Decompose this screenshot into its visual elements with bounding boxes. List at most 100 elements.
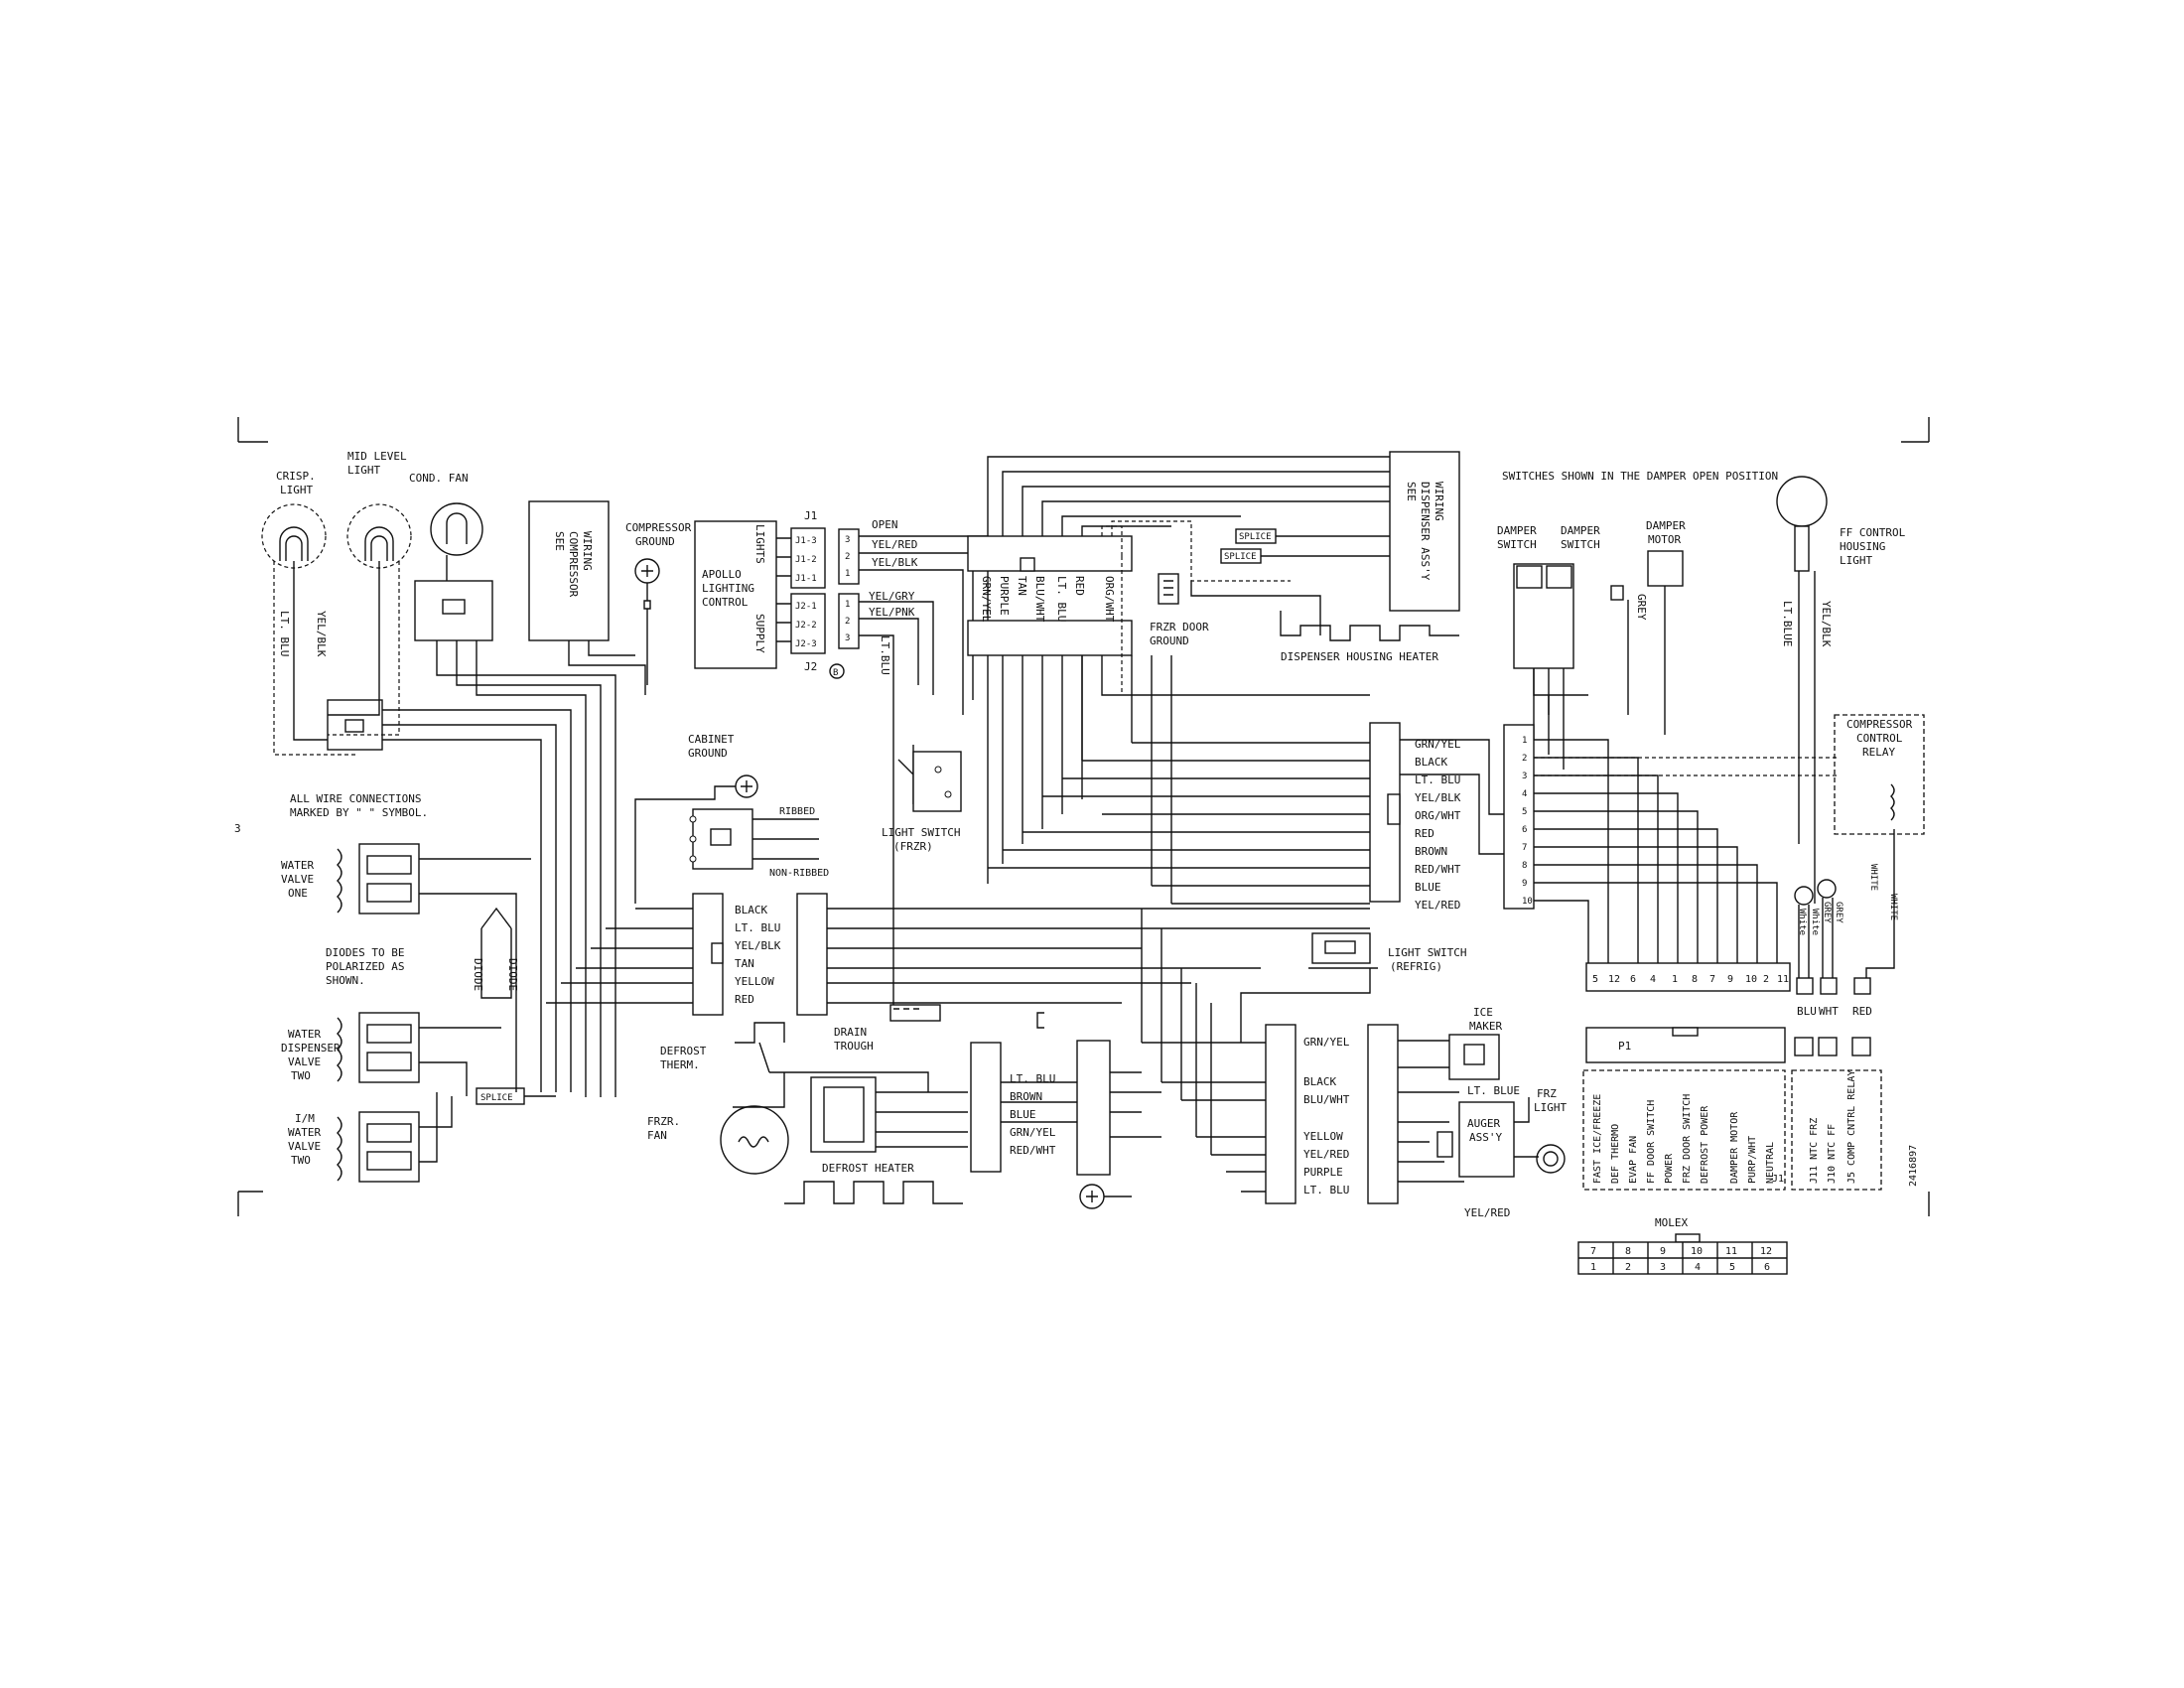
svg-text:6: 6 — [1522, 825, 1527, 835]
svg-text:LIGHT SWITCH: LIGHT SWITCH — [1388, 946, 1466, 959]
svg-text:SPLICE: SPLICE — [1224, 552, 1257, 562]
svg-text:WHITE: WHITE — [1888, 894, 1898, 920]
svg-text:1: 1 — [1590, 1262, 1596, 1273]
svg-text:3: 3 — [1522, 772, 1527, 781]
svg-text:MOTOR: MOTOR — [1648, 533, 1681, 546]
svg-text:DAMPER: DAMPER — [1646, 519, 1686, 532]
svg-text:CABINET: CABINET — [688, 733, 735, 746]
svg-text:P1: P1 — [1618, 1040, 1631, 1053]
svg-text:POLARIZED AS: POLARIZED AS — [326, 960, 404, 973]
svg-text:1: 1 — [1522, 736, 1527, 746]
svg-text:COMPRESSOR: COMPRESSOR — [1846, 718, 1913, 731]
see-compressor-wiring-box: SEE COMPRESSOR WIRING — [528, 500, 610, 641]
svg-text:LT. BLU: LT. BLU — [735, 921, 780, 934]
svg-text:J1-3: J1-3 — [795, 536, 817, 546]
top-harness: GRN/YEL PURPLE TAN BLU/WHT LT. BLU RED O… — [967, 456, 1390, 884]
svg-text:TWO: TWO — [291, 1069, 311, 1082]
svg-text:J1: J1 — [1772, 1174, 1784, 1185]
svg-text:DRAIN: DRAIN — [834, 1026, 867, 1039]
svg-text:LIGHTS: LIGHTS — [753, 524, 766, 564]
svg-text:LT. BLU: LT. BLU — [1010, 1072, 1055, 1085]
svg-text:J2-2: J2-2 — [795, 621, 817, 631]
svg-text:YEL/RED: YEL/RED — [1415, 899, 1460, 912]
svg-text:12: 12 — [1608, 974, 1620, 985]
svg-text:RED: RED — [1415, 827, 1434, 840]
frzr-fan-icon — [720, 1105, 789, 1175]
ntc-sensor-icon — [1794, 886, 1814, 906]
svg-text:LIGHTING: LIGHTING — [702, 582, 754, 595]
molex-connector-table: MOLEX 7 8 9 10 11 12 1 2 3 4 5 6 — [1577, 1216, 1788, 1275]
part-number: 2416897 — [1908, 1145, 1919, 1187]
svg-text:RIBBED: RIBBED — [779, 806, 815, 817]
svg-text:GREY: GREY — [1822, 902, 1832, 923]
svg-text:DIODE: DIODE — [472, 958, 484, 991]
svg-text:FF CONTROL: FF CONTROL — [1840, 526, 1906, 539]
svg-text:SHOWN.: SHOWN. — [326, 974, 365, 987]
svg-text:YEL/BLK: YEL/BLK — [1415, 791, 1461, 804]
svg-text:VALVE: VALVE — [288, 1055, 321, 1068]
svg-text:J10 NTC FF: J10 NTC FF — [1827, 1124, 1838, 1184]
svg-text:J1: J1 — [804, 509, 817, 522]
svg-text:DEFROST HEATER: DEFROST HEATER — [822, 1162, 914, 1175]
light-switch-frzr: LIGHT SWITCH (FRZR) — [882, 745, 962, 853]
water-dispenser-valve-two: WATER DISPENSER VALVE TWO — [281, 1012, 420, 1083]
svg-text:NEUTRAL: NEUTRAL — [1765, 1142, 1776, 1184]
ntc-sensor-icon — [1817, 879, 1837, 899]
svg-text:(REFRIG): (REFRIG) — [1390, 960, 1442, 973]
svg-text:FRZ: FRZ — [1537, 1087, 1557, 1100]
svg-text:BLUE: BLUE — [1415, 881, 1441, 894]
svg-text:GROUND: GROUND — [688, 747, 728, 760]
svg-text:6: 6 — [1630, 974, 1636, 985]
svg-text:J1-2: J1-2 — [795, 555, 817, 565]
apollo-output-pins: 3 2 1 1 2 3 OPEN YEL/RED YEL/BLK YEL/GRY… — [829, 518, 989, 1013]
svg-text:GREY: GREY — [1834, 902, 1843, 923]
svg-text:LT. BLU: LT. BLU — [1055, 576, 1068, 622]
svg-text:4: 4 — [1522, 789, 1527, 799]
ribbed-connector: RIBBED NON-RIBBED — [689, 806, 829, 879]
svg-text:DIODE: DIODE — [506, 958, 519, 991]
cabinet-ground: CABINET GROUND — [634, 733, 758, 904]
all-wire-note: ALL WIRE CONNECTIONS — [290, 792, 421, 805]
p1-pin-header: 5 12 6 4 1 8 7 9 10 2 11 — [1585, 962, 1791, 992]
svg-text:4: 4 — [1650, 974, 1656, 985]
svg-text:9: 9 — [1727, 974, 1733, 985]
diodes: DIODES TO BE POLARIZED AS SHOWN. DIODE D… — [326, 907, 519, 999]
defrost-therm: DEFROST THERM. — [660, 1022, 929, 1092]
water-valve-one: WATER VALVE ONE — [281, 843, 420, 914]
svg-text:RELAY: RELAY — [1862, 746, 1895, 759]
svg-text:YELLOW: YELLOW — [1303, 1130, 1343, 1143]
svg-text:WATER: WATER — [288, 1126, 321, 1139]
svg-text:RED/WHT: RED/WHT — [1010, 1144, 1056, 1157]
ice-maker: ICE MAKER LT. BLUE — [1448, 1006, 1520, 1097]
svg-text:CRISP.: CRISP. — [276, 470, 316, 483]
svg-text:White: White — [1810, 909, 1820, 935]
svg-text:TAN: TAN — [1016, 576, 1028, 596]
svg-text:OPEN: OPEN — [872, 518, 898, 531]
svg-text:THERM.: THERM. — [660, 1058, 700, 1071]
svg-text:7: 7 — [1590, 1246, 1596, 1257]
svg-text:ONE: ONE — [288, 887, 308, 900]
svg-text:5: 5 — [1592, 974, 1598, 985]
svg-text:ASS'Y: ASS'Y — [1469, 1131, 1502, 1144]
svg-text:2: 2 — [1763, 974, 1769, 985]
svg-text:RED: RED — [1073, 576, 1086, 596]
svg-text:TROUGH: TROUGH — [834, 1040, 874, 1053]
svg-text:RED/WHT: RED/WHT — [1415, 863, 1461, 876]
ice-maker-connector — [1367, 1024, 1469, 1204]
svg-text:TWO: TWO — [291, 1154, 311, 1167]
svg-text:DISPENSER ASS'Y: DISPENSER ASS'Y — [1419, 482, 1432, 581]
center-right-connector: GRN/YEL BLACK LT. BLU YEL/BLK ORG/WHT RE… — [988, 722, 1461, 912]
splice-bottom-left: SPLICE — [476, 1087, 525, 1105]
svg-text:SWITCH: SWITCH — [1497, 538, 1537, 551]
svg-text:5: 5 — [1729, 1262, 1735, 1273]
svg-text:J5 COMP CNTRL RELAY: J5 COMP CNTRL RELAY — [1846, 1070, 1857, 1184]
svg-text:2: 2 — [1625, 1262, 1631, 1273]
svg-text:2: 2 — [845, 617, 850, 627]
defrost-heater: DEFROST HEATER — [784, 1076, 968, 1204]
svg-text:VALVE: VALVE — [281, 873, 314, 886]
apollo-lighting-control: APOLLO LIGHTING CONTROL LIGHTS SUPPLY J1… — [694, 509, 826, 673]
svg-text:DISPENSER: DISPENSER — [281, 1042, 341, 1055]
svg-text:7: 7 — [1709, 974, 1715, 985]
switches-note: SWITCHES SHOWN IN THE DAMPER OPEN POSITI… — [1502, 470, 1778, 483]
svg-text:DAMPER MOTOR: DAMPER MOTOR — [1729, 1111, 1740, 1184]
